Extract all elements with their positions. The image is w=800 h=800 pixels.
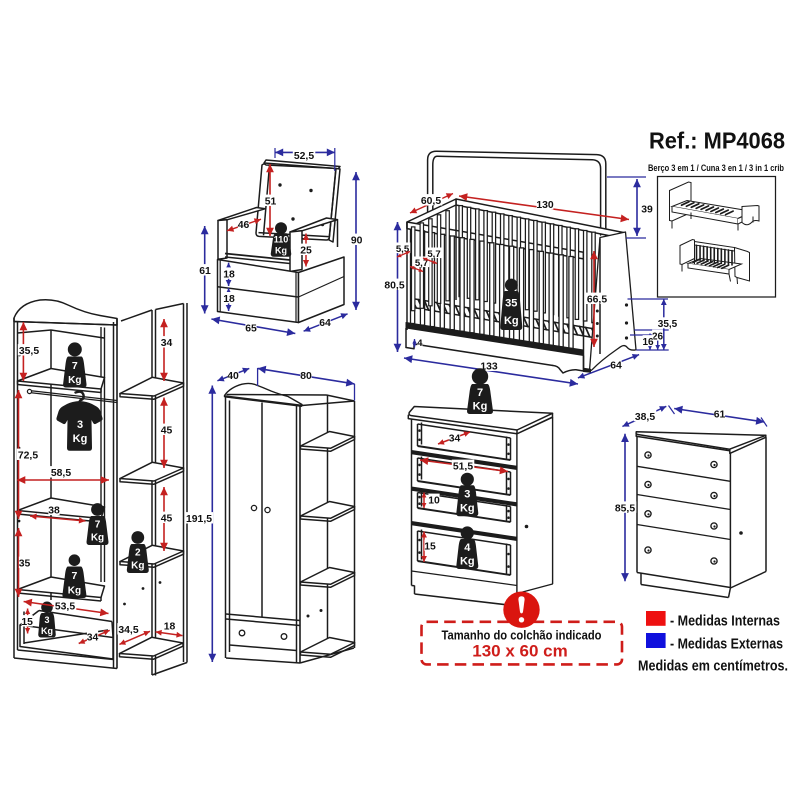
svg-text:Kg: Kg <box>460 503 475 515</box>
svg-text:5,7: 5,7 <box>427 249 440 260</box>
svg-text:45: 45 <box>161 426 173 437</box>
svg-text:39: 39 <box>641 205 653 216</box>
svg-text:10: 10 <box>428 496 440 507</box>
svg-text:40: 40 <box>227 371 239 382</box>
svg-text:34: 34 <box>87 633 99 644</box>
svg-text:18: 18 <box>223 270 235 281</box>
svg-text:52,5: 52,5 <box>294 151 314 162</box>
svg-text:61: 61 <box>714 410 726 421</box>
svg-text:34: 34 <box>449 434 461 445</box>
svg-text:72,5: 72,5 <box>18 451 38 462</box>
svg-text:25: 25 <box>300 246 312 257</box>
svg-text:4: 4 <box>464 542 471 554</box>
svg-text:7: 7 <box>72 360 78 372</box>
svg-text:38: 38 <box>48 506 60 517</box>
svg-text:51: 51 <box>265 197 277 208</box>
svg-text:45: 45 <box>161 514 173 525</box>
svg-text:4: 4 <box>417 338 423 349</box>
svg-text:35,5: 35,5 <box>658 319 678 330</box>
svg-text:26: 26 <box>652 331 664 342</box>
svg-text:3: 3 <box>464 489 470 501</box>
svg-text:5,5: 5,5 <box>396 244 410 255</box>
svg-text:3: 3 <box>44 615 49 625</box>
svg-text:16: 16 <box>642 337 654 348</box>
svg-text:133: 133 <box>480 362 498 373</box>
svg-text:Kg: Kg <box>91 533 104 544</box>
svg-text:130: 130 <box>536 200 554 211</box>
svg-text:66,5: 66,5 <box>587 295 607 306</box>
svg-text:35: 35 <box>19 559 31 570</box>
svg-text:90: 90 <box>351 236 363 247</box>
svg-text:18: 18 <box>164 622 176 633</box>
svg-text:64: 64 <box>610 361 622 372</box>
svg-text:38,5: 38,5 <box>635 412 655 423</box>
svg-text:Kg: Kg <box>41 626 53 636</box>
svg-text:61: 61 <box>199 266 211 277</box>
svg-text:191,5: 191,5 <box>186 514 212 525</box>
svg-text:5,7: 5,7 <box>415 258 428 269</box>
svg-text:18: 18 <box>223 294 235 305</box>
svg-text:85,5: 85,5 <box>615 504 635 515</box>
svg-text:Kg: Kg <box>473 401 488 413</box>
svg-text:Kg: Kg <box>275 245 287 255</box>
svg-text:53,5: 53,5 <box>55 602 75 613</box>
svg-text:15: 15 <box>21 617 33 628</box>
svg-text:80: 80 <box>300 371 312 382</box>
svg-text:Kg: Kg <box>504 315 519 327</box>
svg-text:110: 110 <box>274 235 289 245</box>
svg-text:46: 46 <box>238 220 250 231</box>
svg-text:7: 7 <box>95 520 101 531</box>
svg-text:Kg: Kg <box>460 556 475 568</box>
svg-text:35,5: 35,5 <box>19 346 39 357</box>
svg-text:Kg: Kg <box>68 375 81 386</box>
svg-text:7: 7 <box>71 570 77 582</box>
svg-text:2: 2 <box>135 548 141 559</box>
svg-text:7: 7 <box>477 387 483 399</box>
svg-text:Kg: Kg <box>131 561 144 572</box>
svg-text:64: 64 <box>319 318 331 329</box>
svg-text:- Medidas Externas: - Medidas Externas <box>670 635 783 652</box>
svg-text:Kg: Kg <box>68 585 81 596</box>
svg-text:Medidas em centímetros.: Medidas em centímetros. <box>638 657 788 674</box>
svg-text:51,5: 51,5 <box>453 462 473 473</box>
svg-text:- Medidas Internas: - Medidas Internas <box>670 613 780 630</box>
svg-text:80,5: 80,5 <box>384 281 404 292</box>
svg-text:65: 65 <box>245 324 257 335</box>
svg-text:34: 34 <box>161 338 173 349</box>
svg-text:3: 3 <box>77 419 83 431</box>
svg-text:130 x 60 cm: 130 x 60 cm <box>472 642 567 661</box>
svg-text:Tamanho do colchão indicado: Tamanho do colchão indicado <box>442 628 602 643</box>
svg-text:Ref.: MP4068: Ref.: MP4068 <box>649 128 785 154</box>
svg-text:Berço 3 em 1 / Cuna 3 en 1 / 3: Berço 3 em 1 / Cuna 3 en 1 / 3 in 1 crib <box>648 163 784 173</box>
svg-text:60,5: 60,5 <box>421 196 441 207</box>
svg-text:58,5: 58,5 <box>51 468 71 479</box>
svg-text:Kg: Kg <box>73 433 88 445</box>
svg-text:34,5: 34,5 <box>118 625 138 636</box>
svg-text:15: 15 <box>424 542 436 553</box>
svg-text:35: 35 <box>505 298 517 310</box>
